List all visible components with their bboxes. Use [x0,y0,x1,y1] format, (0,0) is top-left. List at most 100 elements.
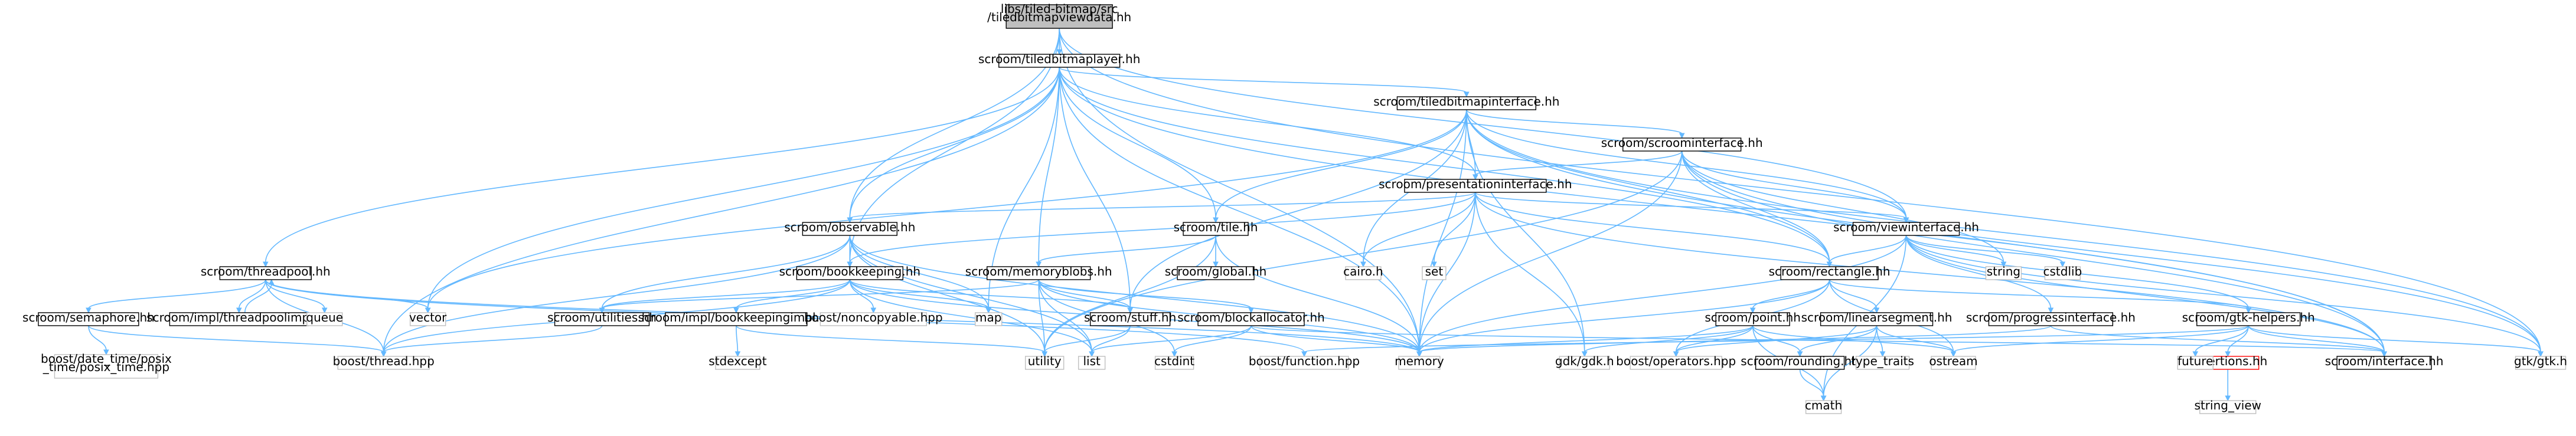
edge-tiledbitmaplayer-to-tiledbitmapinterface [1059,67,1470,98]
edge-tiledbitmaplayer-to-memoryblobs [1036,67,1060,268]
node-utility: utility [1025,354,1065,370]
edge-viewinterface-to-cstdlib [1905,235,2066,268]
node-linearsegment[interactable]: scroom/linearsegment.hh [1801,310,1953,326]
node-global[interactable]: scroom/global.hh [1165,264,1267,280]
node-boostoperators: boost/operators.hpp [1616,354,1736,370]
edge-tiledbitmaplayer-to-threadpool [262,67,1060,268]
edge-presentationinterface-to-interface [1475,192,2387,358]
node-box [1398,356,1441,370]
node-box [1715,312,1790,326]
node-label: scroom/blockallocator.hh [1177,310,1325,324]
node-blockallocator[interactable]: scroom/blockallocator.hh [1177,310,1325,326]
node-tiledbitmapinterface[interactable]: scroom/tiledbitmapinterface.hh [1373,94,1560,110]
node-progressinterface[interactable]: scroom/progressinterface.hh [1966,310,2136,326]
node-box [1404,179,1547,193]
edge-memoryblobs-to-utilities [599,279,1039,314]
edge-bookkeeping-to-map [849,279,992,314]
node-tile[interactable]: scroom/tile.hh [1174,220,1258,236]
edge-viewinterface-to-string [1905,235,2007,268]
node-box [1005,4,1113,29]
edge-observable-to-boostthread [380,235,851,358]
node-box [409,312,446,326]
node-stringview: string_view [2195,398,2261,414]
edge-tile-to-memoryblobs [1036,235,1216,268]
node-box [796,266,903,280]
node-bookkeepingimpl[interactable]: scroom/impl/bookkeepingimpl.hh [638,310,835,326]
node-box [1154,356,1194,370]
node-label: scroom/memoryblobs.hh [965,264,1112,278]
node-observable[interactable]: scroom/observable.hh [784,220,915,236]
node-box [2336,356,2432,370]
node-threadpool[interactable]: scroom/threadpool.hh [201,264,331,280]
node-viewinterface[interactable]: scroom/viewinterface.hh [1833,220,1979,236]
node-box [802,222,898,236]
node-label: scroom/global.hh [1165,264,1267,278]
node-semaphore[interactable]: scroom/semaphore.hh [22,310,155,326]
node-label: scroom/tiledbitmaplayer.hh [978,52,1140,66]
node-gtkhelpers[interactable]: scroom/gtk-helpers.hh [2182,310,2315,326]
edge-blockallocator-to-list [1089,325,1252,358]
edge-rectangle-to-gtkhelpers [1829,279,2252,314]
node-label: scroom/scroominterface.hh [1601,136,1763,150]
node-label: map [975,310,1001,324]
node-label: gtk/gtk.h [2514,354,2567,368]
node-box [2196,312,2301,326]
node-label: scroom/linearsegment.hh [1801,310,1953,324]
node-label: queue [306,310,343,324]
node-label: scroom/rectangle.hh [1769,264,1891,278]
node-presentationinterface[interactable]: scroom/presentationinterface.hh [1379,177,1572,193]
node-rectangle[interactable]: scroom/rectangle.hh [1769,264,1891,280]
node-stdexcept: stdexcept [709,354,767,370]
node-label: cmath [1805,398,1842,412]
edge-threadpool-to-queue [265,279,328,314]
node-box [337,356,430,370]
node-memoryblobs[interactable]: scroom/memoryblobs.hh [965,264,1112,280]
node-box [1622,137,1742,152]
node-label: scroom/semaphore.hh [22,310,155,324]
node-utilities[interactable]: scroom/utilities.hh [547,310,657,326]
node-label: type_traits [1851,354,1914,368]
node-boostthread: boost/thread.hpp [333,354,435,370]
node-typetraits: type_traits [1851,354,1914,370]
node-label: scroom/utilities.hh [547,310,657,324]
node-stuff[interactable]: scroom/stuff.hh [1084,310,1176,326]
node-cmath: cmath [1805,398,1842,414]
edge-gtkhelpers-to-future [2192,325,2249,358]
node-label: scroom/impl/bookkeepingimpl.hh [638,310,835,324]
node-box [1422,266,1447,280]
node-box [715,356,760,370]
node-box [2515,356,2567,370]
node-root[interactable]: libs/tiled-bitmap/src/tiledbitmapviewdat… [987,2,1131,29]
node-label: cstdint [1154,354,1194,368]
edge-tiledbitmaplayer-to-observable [847,67,1060,224]
node-scroominterface[interactable]: scroom/scroominterface.hh [1601,136,1763,152]
node-future: future [2177,354,2213,370]
node-box [1259,356,1349,370]
edge-presentationinterface-to-bookkeeping [847,192,1476,268]
node-boostdatetime: boost/date_time/posix_time/posix_time.hp… [41,352,172,379]
edge-root-to-memory [1059,28,1422,358]
edge-bookkeepingimpl-to-utility [736,325,1047,358]
edge-bookkeeping-to-bookkeepingimpl [733,279,851,314]
node-point[interactable]: scroom/point.hh [1705,310,1801,326]
node-tiledbitmaplayer[interactable]: scroom/tiledbitmaplayer.hh [978,52,1140,68]
node-bookkeeping[interactable]: scroom/bookkeeping.hh [779,264,920,280]
edge-viewinterface-to-progressinterface [1905,235,2054,314]
node-box [1197,312,1305,326]
node-memory: memory [1395,354,1444,370]
node-label: _time/posix_time.hpp [43,360,169,374]
node-rounding[interactable]: scroom/rounding.hh [1741,354,1859,370]
edge-linearsegment-to-rounding [1797,325,1878,358]
node-label: vector [409,310,447,324]
edge-rounding-to-cmath [1799,369,1827,402]
edge-tiledbitmapinterface-to-vector [425,109,1467,314]
node-boostfunction: boost/function.hpp [1249,354,1360,370]
node-label: scroom/rounding.hh [1741,354,1859,368]
node-label: cstdlib [2043,264,2082,278]
node-threadpoolimpl[interactable]: scroom/impl/threadpoolimpl.hh [146,310,331,326]
edge-gtkhelpers-to-ostream [1950,325,2249,358]
node-interface[interactable]: scroom/interface.hh [2325,354,2444,370]
node-box [1396,96,1537,110]
node-label: boost/date_time/posix [41,352,172,366]
node-label: scroom/impl/threadpoolimpl.hh [146,310,331,324]
